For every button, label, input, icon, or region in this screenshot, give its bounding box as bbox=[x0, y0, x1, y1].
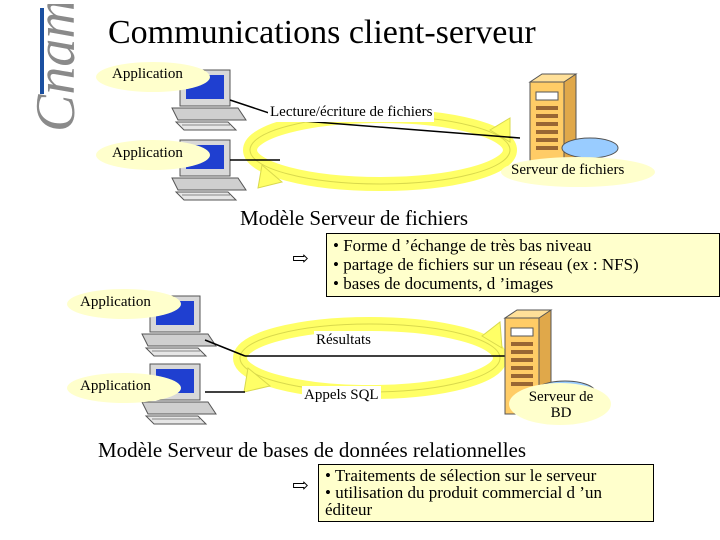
model-caption: Modèle Serveur de bases de données relat… bbox=[98, 438, 527, 462]
db-server-label: Serveur de BD bbox=[520, 389, 602, 421]
db-server-label-line: BD bbox=[550, 405, 572, 421]
calls-label: Appels SQL bbox=[302, 386, 381, 405]
application-label: Application bbox=[80, 294, 151, 310]
server-label-shape bbox=[501, 157, 655, 187]
hollow-arrow-icon: ⇨ bbox=[292, 248, 309, 270]
bullet-item: • partage de fichiers sur un réseau (ex … bbox=[333, 255, 639, 274]
app-label-shape bbox=[67, 373, 181, 403]
server-label: Serveur de fichiers bbox=[511, 162, 625, 178]
db-server-label-line: Serveur de bbox=[528, 389, 594, 405]
application-label: Application bbox=[112, 145, 183, 161]
bullet-item: • Forme d ’échange de très bas niveau bbox=[333, 236, 592, 255]
application-label: Application bbox=[80, 378, 151, 394]
bullet-item: éditeur bbox=[325, 500, 373, 519]
cnam-logo: Cnam bbox=[4, 0, 88, 136]
hollow-arrow-icon: ⇨ bbox=[292, 475, 309, 497]
link-label: Lecture/écriture de fichiers bbox=[268, 103, 435, 122]
bullet-item: • utilisation du produit commercial d ’u… bbox=[325, 483, 602, 502]
bullet-item: • Traitements de sélection sur le serveu… bbox=[325, 466, 597, 485]
bullet-box: • Forme d ’échange de très bas niveau • … bbox=[326, 233, 720, 297]
app-label-shape bbox=[96, 140, 210, 170]
app-label-shape bbox=[67, 289, 181, 319]
model-caption: Modèle Serveur de fichiers bbox=[240, 206, 468, 230]
results-label: Résultats bbox=[314, 331, 373, 350]
bullet-box: • Traitements de sélection sur le serveu… bbox=[318, 464, 654, 522]
page-title: Communications client-serveur bbox=[108, 14, 536, 51]
logo-text: Cnam bbox=[25, 4, 87, 132]
bullet-item: • bases de documents, d ’images bbox=[333, 274, 554, 293]
application-label: Application bbox=[112, 66, 183, 82]
app-label-shape bbox=[96, 62, 210, 92]
server-label-shape bbox=[509, 383, 611, 425]
